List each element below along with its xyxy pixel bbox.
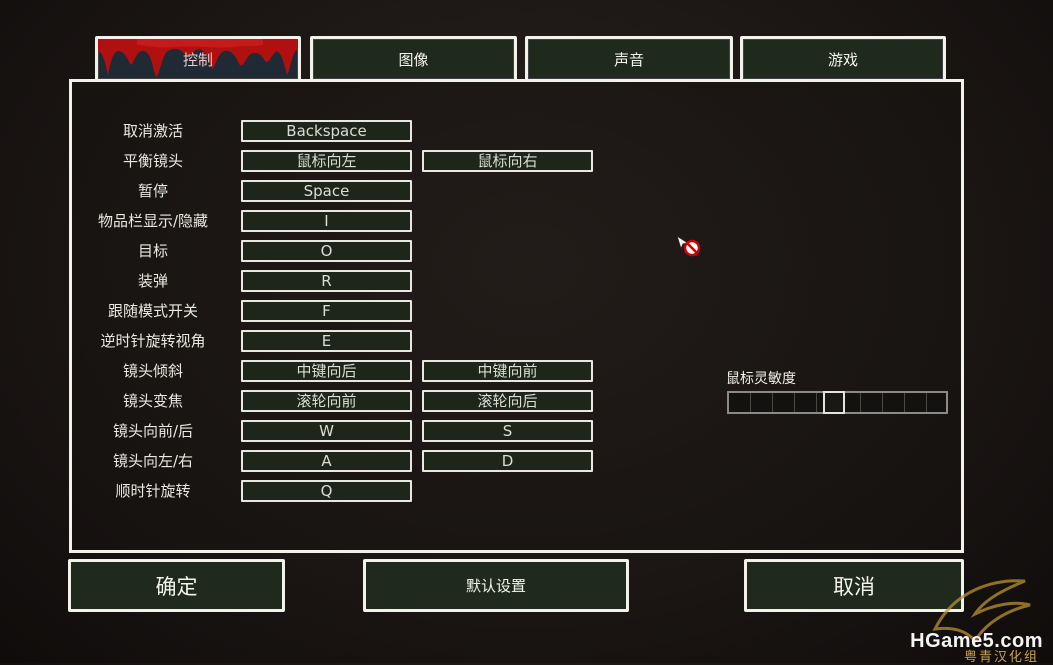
cancel-label: 取消 (833, 574, 875, 599)
slider-tick (860, 393, 861, 412)
key-slot-primary[interactable]: R (241, 270, 412, 292)
key-slot-primary[interactable]: O (241, 240, 412, 262)
slider-handle[interactable] (823, 391, 845, 414)
action-label: 镜头向前/后 (112, 422, 194, 440)
key-slot-primary[interactable]: E (241, 330, 412, 352)
key-slot-primary[interactable]: W (241, 420, 412, 442)
key-slot-primary[interactable]: Space (241, 180, 412, 202)
action-label: 装弹 (137, 272, 168, 290)
action-label: 平衡镜头 (122, 152, 183, 170)
action-label: 目标 (137, 242, 168, 260)
restore-defaults-button[interactable]: 默认设置 (363, 559, 629, 612)
slider-tick (750, 393, 751, 412)
slider-tick (904, 393, 905, 412)
confirm-label: 确定 (155, 574, 198, 599)
confirm-button[interactable]: 确定 (68, 559, 285, 612)
action-label: 跟随模式开关 (107, 302, 198, 320)
tab-label: 图像 (398, 50, 429, 69)
action-label: 镜头变焦 (122, 392, 183, 410)
no-entry-cursor-icon (676, 235, 701, 257)
action-label: 镜头倾斜 (122, 362, 183, 380)
key-slot-secondary[interactable]: S (422, 420, 593, 442)
sensitivity-slider[interactable] (727, 391, 948, 414)
key-slot-primary[interactable]: Q (241, 480, 412, 502)
key-slot-primary[interactable]: A (241, 450, 412, 472)
defaults-label: 默认设置 (465, 577, 526, 595)
key-slot-primary[interactable]: F (241, 300, 412, 322)
slider-tick (882, 393, 883, 412)
key-slot-primary[interactable]: I (241, 210, 412, 232)
watermark-subtext: 粤青汉化组 (963, 650, 1039, 665)
key-slot-secondary[interactable]: 鼠标向右 (422, 150, 593, 172)
key-slot-secondary[interactable]: 中键向前 (422, 360, 593, 382)
tab-controls[interactable]: 控制 (95, 36, 301, 82)
cancel-button[interactable]: 取消 (744, 559, 964, 612)
key-slot-secondary[interactable]: D (422, 450, 593, 472)
action-label: 取消激活 (122, 122, 183, 140)
key-slot-primary[interactable]: 滚轮向前 (241, 390, 412, 412)
slider-tick (772, 393, 773, 412)
watermark-logo-icon (932, 579, 1031, 644)
key-slot-primary[interactable]: 鼠标向左 (241, 150, 412, 172)
tab-game[interactable]: 游戏 (740, 36, 946, 82)
key-slot-primary[interactable]: Backspace (241, 120, 412, 142)
action-label: 物品栏显示/隐藏 (97, 212, 209, 230)
tab-graphics[interactable]: 图像 (310, 36, 517, 82)
action-label: 镜头向左/右 (112, 452, 194, 470)
tab-label: 声音 (613, 50, 644, 69)
action-label: 暂停 (137, 182, 168, 200)
slider-tick (794, 393, 795, 412)
action-label: 顺时针旋转 (115, 482, 191, 500)
tab-sound[interactable]: 声音 (525, 36, 733, 82)
key-slot-secondary[interactable]: 滚轮向后 (422, 390, 593, 412)
tab-label: 游戏 (827, 50, 858, 69)
slider-tick (816, 393, 817, 412)
action-label: 逆时针旋转视角 (100, 332, 206, 350)
slider-tick (926, 393, 927, 412)
tab-label: 控制 (182, 50, 213, 69)
watermark-text: HGame5.com (910, 630, 1043, 652)
key-slot-primary[interactable]: 中键向后 (241, 360, 412, 382)
sensitivity-label: 鼠标灵敏度 (726, 371, 796, 387)
